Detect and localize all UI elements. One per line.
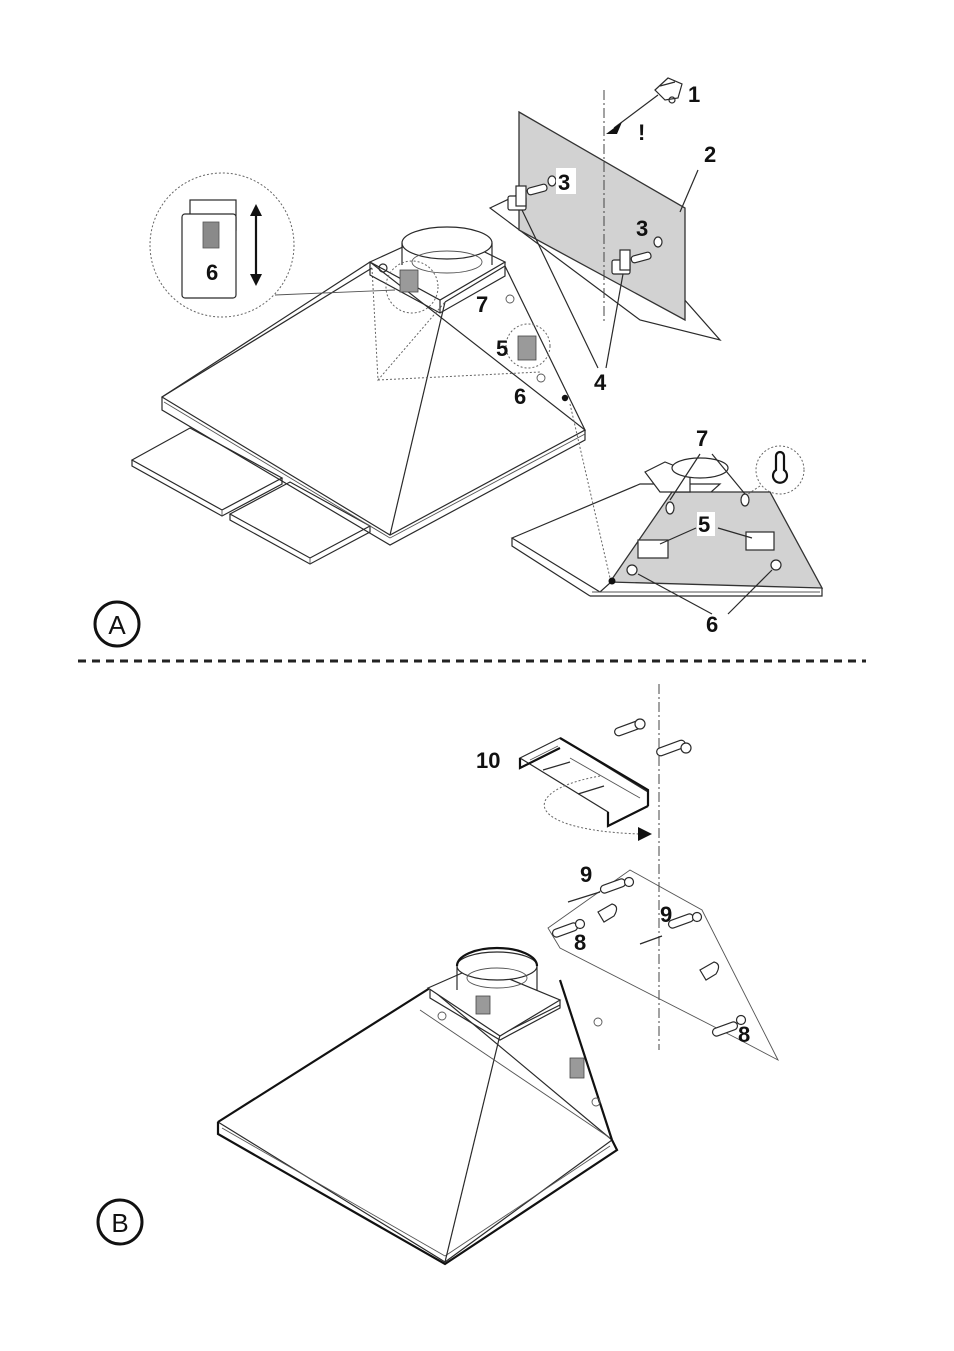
callout-7-under: 7 — [696, 426, 708, 451]
callout-2: 2 — [704, 142, 716, 167]
arrow-up-icon — [250, 204, 262, 216]
callout-6-detail: 6 — [206, 260, 218, 285]
keyhole-icon — [771, 450, 789, 484]
callout-6-under: 6 — [706, 612, 718, 637]
callout-3-top: 3 — [558, 170, 570, 195]
callout-8-left: 8 — [574, 930, 586, 955]
callout-4: 4 — [594, 370, 607, 395]
vent-grille — [517, 335, 537, 361]
drilling-template — [547, 869, 780, 1062]
section-a: 1 ! 2 3 3 4 5 6 7 6 7 5 6 A — [93, 77, 824, 648]
callout-10: 10 — [476, 748, 500, 773]
callout-9-left: 9 — [580, 862, 592, 887]
hood-b — [216, 946, 619, 1266]
arrow-right-icon — [638, 827, 652, 841]
hood-underside-view — [510, 403, 824, 615]
wall-plug-top-left — [614, 718, 646, 737]
drill-tool — [606, 77, 683, 134]
section-b: 10 9 9 8 8 — [96, 684, 780, 1266]
callout-8-right: 8 — [738, 1022, 750, 1047]
callout-6-side: 6 — [514, 384, 526, 409]
grease-filter-left — [130, 427, 284, 517]
bracket-detail-bubble — [149, 172, 295, 318]
wall-plug-top-right — [656, 739, 692, 757]
callout-5-side: 5 — [496, 336, 508, 361]
mounting-bracket-10 — [518, 737, 650, 828]
section-a-label: A — [108, 610, 126, 640]
section-b-label: B — [111, 1208, 128, 1238]
callout-9-right: 9 — [660, 902, 672, 927]
wall-panel — [488, 110, 722, 369]
hood-a — [160, 226, 587, 546]
warning-mark: ! — [638, 120, 645, 145]
dotted-arrow-path — [543, 775, 641, 835]
callout-5-under: 5 — [698, 512, 710, 537]
section-b-badge — [96, 1198, 144, 1246]
section-a-badge — [93, 600, 141, 648]
arrow-icon — [606, 122, 622, 134]
callout-7-side: 7 — [476, 292, 488, 317]
callout-3-bottom: 3 — [636, 216, 648, 241]
arrow-down-icon — [250, 274, 262, 286]
callout-1: 1 — [688, 82, 700, 107]
